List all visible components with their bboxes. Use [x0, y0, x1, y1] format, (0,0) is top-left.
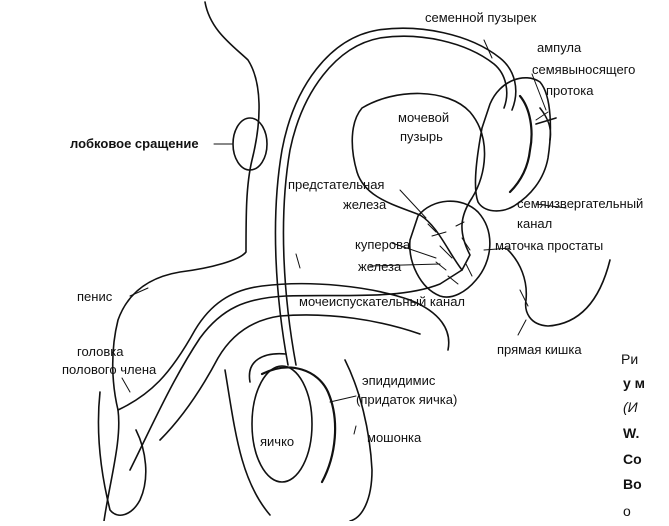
label-penis: пенис [77, 289, 113, 304]
caption-line-3: (И [623, 399, 639, 415]
caption-line-6: Bo [623, 476, 642, 492]
label-utricle: маточка простаты [495, 238, 603, 253]
label-cowper-2: железа [358, 259, 402, 274]
label-rectum: прямая кишка [497, 342, 582, 357]
label-prostate-1: предстательная [288, 177, 384, 192]
leader-lines [122, 74, 566, 434]
label-testis: яичко [260, 434, 294, 449]
caption-line-1: Ри [621, 351, 638, 367]
label-ampulla-2: семявыносящего [532, 62, 635, 77]
labels: семенной пузырек ампула семявыносящего п… [62, 10, 643, 449]
label-cowper-1: куперова [355, 237, 411, 252]
caption-line-4: W. [623, 425, 639, 441]
caption-line-7: o [623, 503, 631, 519]
label-glans-2: полового члена [62, 362, 157, 377]
label-epididymis-1: эпидидимис [362, 373, 436, 388]
label-bladder-2: пузырь [400, 129, 443, 144]
label-glans-1: головка [77, 344, 124, 359]
label-ampulla-1: ампула [537, 40, 582, 55]
label-prostate-2: железа [343, 197, 387, 212]
label-epididymis-2: (придаток яичка) [356, 392, 457, 407]
label-ejaculatory-2: канал [517, 216, 552, 231]
caption-line-5: Co [623, 451, 642, 467]
label-pubic-symphysis: лобковое сращение [70, 136, 199, 151]
label-ejaculatory-1: семяизвергательный [517, 196, 643, 211]
label-scrotum: мошонка [367, 430, 422, 445]
label-seminal-vesicle: семенной пузырек [425, 10, 537, 25]
label-bladder-1: мочевой [398, 110, 449, 125]
caption-line-2: у м [623, 375, 645, 391]
anatomy-drawing [98, 2, 610, 521]
figure-caption: Ри у м (И W. Co Bo o [621, 351, 645, 519]
label-urethra: мочеиспускательный канал [299, 294, 465, 309]
label-ampulla-3: протока [546, 83, 594, 98]
